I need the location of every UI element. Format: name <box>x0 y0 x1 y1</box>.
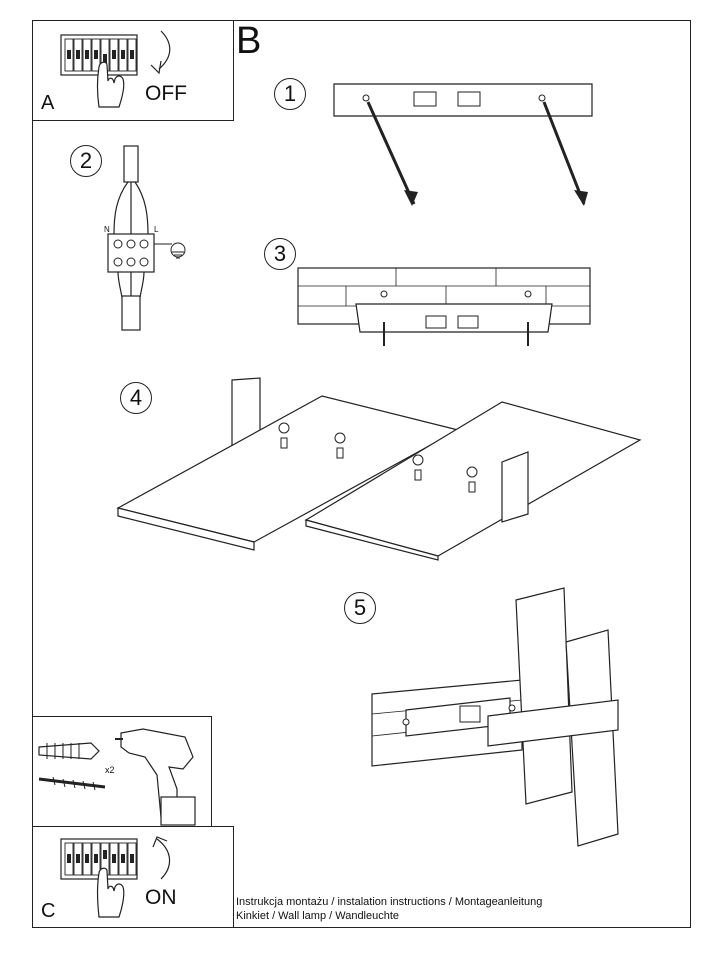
section-c-letter: C <box>41 900 56 922</box>
footer-instructions-title: Instrukcja montażu / instalation instruc… <box>236 896 543 908</box>
breaker-box-on-icon <box>60 836 171 918</box>
page-frame <box>32 20 691 928</box>
assembled-wall-lamp-illustration <box>371 587 619 847</box>
step-1-number: 1 <box>274 78 306 110</box>
panel-tools: x2 <box>32 716 212 828</box>
step-5-number: 5 <box>344 592 376 624</box>
mounting-bracket-illustration <box>333 83 593 206</box>
step-3-number: 3 <box>264 238 296 270</box>
quantity-label: x2 <box>105 765 115 775</box>
panel-a-power-off: A OFF <box>32 20 234 121</box>
footer-product-name: Kinkiet / Wall lamp / Wandleuchte <box>236 910 400 922</box>
section-a-letter: A <box>41 92 55 114</box>
step-2-number: 2 <box>70 145 102 177</box>
breaker-box-off-icon <box>60 30 171 108</box>
power-on-label: ON <box>145 886 177 909</box>
live-label: L <box>154 225 159 234</box>
lamp-panels-assembly-illustration <box>116 377 642 561</box>
wall-plug-screw-drill-icon <box>38 728 196 826</box>
panel-c-power-on: C ON <box>32 826 234 928</box>
section-b-letter: B <box>236 20 262 62</box>
neutral-label: N <box>104 225 110 234</box>
step-4-number: 4 <box>120 382 152 414</box>
wiring-terminal-illustration <box>107 145 186 331</box>
wall-bracket-mounted-illustration <box>297 267 591 346</box>
power-off-label: OFF <box>145 82 187 105</box>
